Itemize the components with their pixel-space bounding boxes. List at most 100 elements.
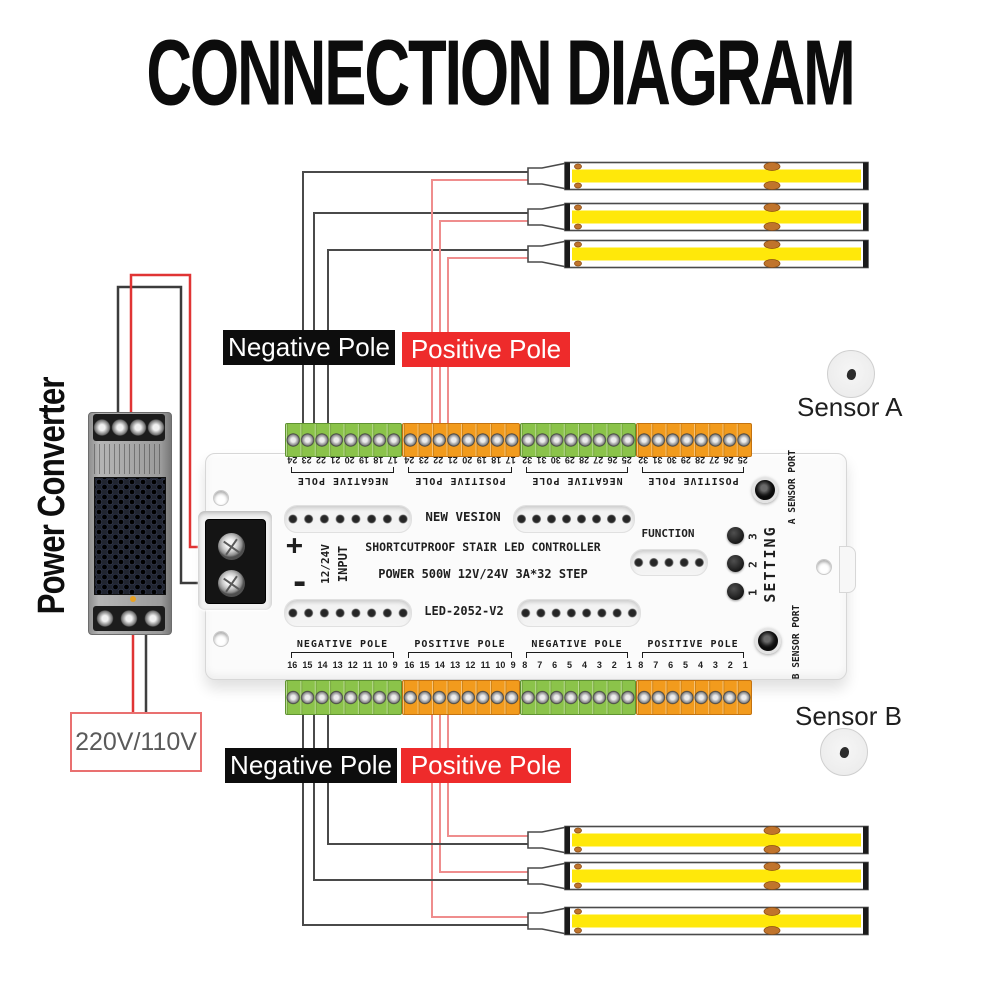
converter-vent-grille xyxy=(94,477,166,595)
vent-dots xyxy=(284,599,412,627)
positive-wire xyxy=(439,220,536,455)
led-strip xyxy=(527,239,869,269)
input-screw-negative xyxy=(218,570,245,597)
setting-button-1[interactable] xyxy=(727,583,744,600)
terminal-block-negative xyxy=(520,423,636,457)
positive-wire xyxy=(447,257,536,455)
led-strip xyxy=(527,161,869,191)
sensor-b-label: Sensor B xyxy=(795,701,902,731)
pole-label: POSITIVE POLE xyxy=(647,639,739,650)
top-strip-wires xyxy=(302,171,536,455)
sensor-port-b-label: B SENSOR PORT xyxy=(791,604,802,680)
vent-dots xyxy=(513,505,635,533)
terminal-block-positive xyxy=(402,680,520,715)
bracket xyxy=(407,467,513,473)
terminal-block-positive xyxy=(636,680,752,715)
vent-dots xyxy=(517,599,641,627)
sensor-a-device xyxy=(827,350,875,398)
terminal-block-positive xyxy=(402,423,520,457)
bracket xyxy=(407,652,513,658)
sensor-port-b-jack[interactable] xyxy=(755,628,781,654)
bracket xyxy=(290,467,395,473)
plus-sign: + xyxy=(286,528,303,561)
page-title: CONNECTION DIAGRAM xyxy=(146,20,855,125)
pole-label: NEGATIVE POLE xyxy=(531,475,623,486)
setting-number: 1 xyxy=(746,589,760,596)
input-label-text: INPUT xyxy=(336,545,350,583)
sensor-lens-icon xyxy=(838,745,850,759)
negative-wire xyxy=(313,705,536,881)
negative-pole-label-top: Negative Pole xyxy=(223,330,395,365)
terminal-annotation: NEGATIVE POLE 8 7 6 5 4 3 2 1 xyxy=(520,639,634,670)
pole-label: NEGATIVE POLE xyxy=(296,639,389,650)
sensor-lens-icon xyxy=(845,367,857,381)
setting-label: SETTING xyxy=(761,525,779,603)
terminal-annotation: NEGATIVE POLE 25 26 27 28 29 30 31 32 xyxy=(520,455,634,486)
positive-wire xyxy=(439,705,536,873)
terminal-annotation: POSITIVE POLE 17 18 19 20 21 22 23 24 xyxy=(402,455,518,486)
pole-label: POSITIVE POLE xyxy=(647,475,739,486)
mount-hole xyxy=(816,559,832,575)
mount-hole xyxy=(213,490,229,506)
bottom-strip-wires xyxy=(302,705,536,926)
bracket xyxy=(525,467,629,473)
function-dots xyxy=(630,549,708,576)
terminal-numbers: 8 7 6 5 4 3 2 1 xyxy=(638,660,748,670)
controller-mount-tab xyxy=(839,546,856,593)
pole-label: POSITIVE POLE xyxy=(414,639,506,650)
terminal-annotation: POSITIVE POLE 8 7 6 5 4 3 2 1 xyxy=(636,639,750,670)
input-voltage-text: 12/24V xyxy=(319,544,332,584)
sensor-port-a-jack[interactable] xyxy=(752,477,778,503)
new-version-text: NEW VESION xyxy=(425,509,501,524)
mount-hole xyxy=(213,631,229,647)
input-screw-positive xyxy=(218,533,245,560)
mains-voltage-box: 220V/110V xyxy=(70,712,202,772)
terminal-annotation: POSITIVE POLE 25 26 27 28 29 30 31 32 xyxy=(636,455,750,486)
bracket xyxy=(641,652,745,658)
sensor-port-a-label: A SENSOR PORT xyxy=(787,449,798,525)
terminal-numbers: 8 7 6 5 4 3 2 1 xyxy=(522,660,632,670)
power-spec-text: POWER 500W 12V/24V 3A*32 STEP xyxy=(378,567,588,581)
converter-ac-terminals xyxy=(93,606,165,631)
positive-pole-label-bottom: Positive Pole xyxy=(401,748,571,783)
dc-black-wire xyxy=(116,285,228,585)
function-label: FUNCTION xyxy=(641,527,695,540)
negative-wire xyxy=(302,705,536,926)
terminal-numbers: 25 26 27 28 29 30 31 32 xyxy=(522,455,632,465)
controller-name-text: SHORTCUTPROOF STAIR LED CONTROLLER xyxy=(365,540,601,554)
pole-label: NEGATIVE POLE xyxy=(531,639,623,650)
led-strip xyxy=(527,861,869,891)
led-strip xyxy=(527,202,869,232)
minus-sign: - xyxy=(290,563,310,601)
converter-spec-sticker xyxy=(94,444,164,474)
vent-dots xyxy=(284,505,412,533)
bracket xyxy=(290,652,395,658)
terminal-block-negative xyxy=(285,423,402,457)
terminal-block-positive xyxy=(636,423,752,457)
terminal-numbers: 16 15 14 13 12 11 10 9 xyxy=(287,660,398,670)
terminal-numbers: 17 18 19 20 21 22 23 24 xyxy=(404,455,516,465)
sensor-a-label: Sensor A xyxy=(797,392,903,422)
led-strip xyxy=(527,906,869,936)
bracket xyxy=(525,652,629,658)
negative-wire xyxy=(313,212,536,455)
setting-number: 2 xyxy=(746,561,760,568)
terminal-annotation: NEGATIVE POLE 16 15 14 13 12 11 10 9 xyxy=(285,639,400,670)
terminal-annotation: NEGATIVE POLE 17 18 19 20 21 22 23 24 xyxy=(285,455,400,486)
negative-pole-label-bottom: Negative Pole xyxy=(225,748,397,783)
terminal-numbers: 25 26 27 28 29 30 31 32 xyxy=(638,455,748,465)
terminal-annotation: POSITIVE POLE 16 15 14 13 12 11 10 9 xyxy=(402,639,518,670)
negative-wire xyxy=(327,249,536,455)
pole-label: POSITIVE POLE xyxy=(414,475,506,486)
setting-button-3[interactable] xyxy=(727,527,744,544)
pole-label: NEGATIVE POLE xyxy=(296,475,389,486)
terminal-numbers: 17 18 19 20 21 22 23 24 xyxy=(287,455,398,465)
converter-indicator-led xyxy=(130,596,136,602)
model-text: LED-2052-V2 xyxy=(424,604,504,618)
setting-number: 3 xyxy=(746,533,760,540)
setting-button-2[interactable] xyxy=(727,555,744,572)
terminal-numbers: 16 15 14 13 12 11 10 9 xyxy=(404,660,516,670)
sensor-b-device xyxy=(820,728,868,776)
converter-dc-terminals xyxy=(93,414,165,441)
